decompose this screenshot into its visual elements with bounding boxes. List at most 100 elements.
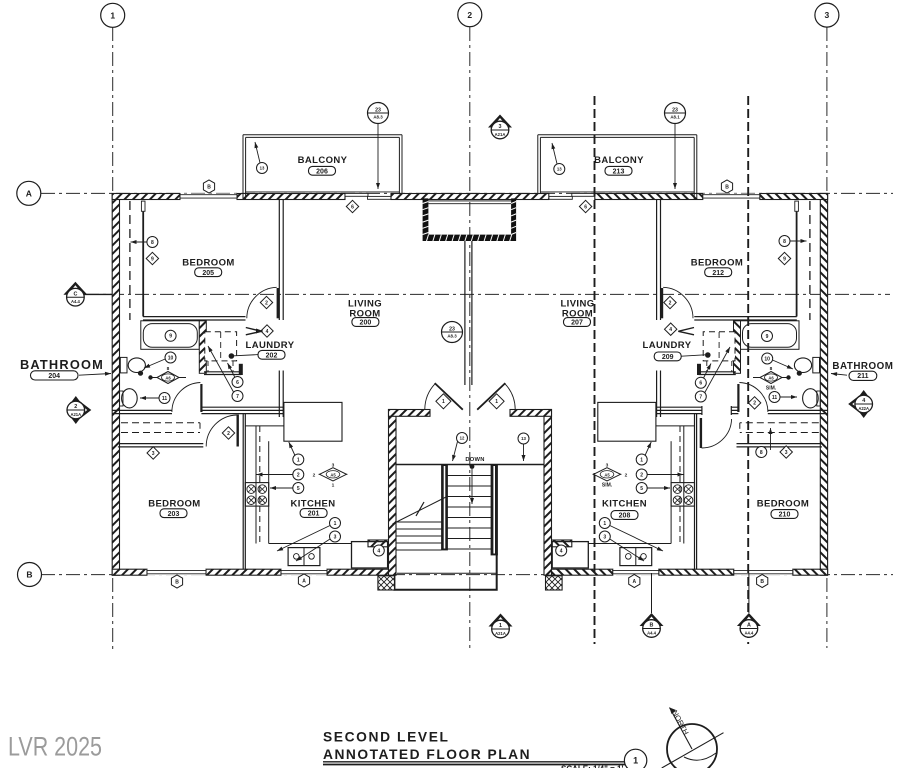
svg-text:A22A: A22A bbox=[858, 406, 869, 411]
svg-text:B: B bbox=[175, 579, 179, 585]
svg-text:204: 204 bbox=[48, 373, 60, 380]
svg-text:SIM.: SIM. bbox=[766, 386, 777, 392]
svg-text:A21A: A21A bbox=[495, 132, 506, 137]
svg-text:A21A: A21A bbox=[70, 412, 81, 417]
svg-text:A4.4: A4.4 bbox=[744, 631, 754, 636]
svg-text:2: 2 bbox=[669, 300, 672, 306]
svg-text:2: 2 bbox=[265, 300, 268, 306]
svg-text:1: 1 bbox=[603, 521, 606, 527]
svg-text:23: 23 bbox=[375, 108, 381, 114]
svg-text:6: 6 bbox=[236, 380, 239, 386]
svg-text:ROOM: ROOM bbox=[562, 309, 593, 320]
svg-text:1: 1 bbox=[640, 457, 643, 463]
svg-text:3: 3 bbox=[152, 451, 155, 457]
svg-text:B: B bbox=[725, 184, 729, 190]
svg-text:2: 2 bbox=[297, 472, 300, 478]
svg-text:13: 13 bbox=[557, 167, 562, 172]
svg-text:13: 13 bbox=[260, 166, 265, 171]
svg-text:BALCONY: BALCONY bbox=[298, 155, 348, 166]
svg-text:8: 8 bbox=[770, 366, 773, 372]
svg-text:BEDROOM: BEDROOM bbox=[691, 258, 743, 269]
svg-text:SECOND LEVEL: SECOND LEVEL bbox=[323, 730, 450, 745]
svg-text:206: 206 bbox=[316, 168, 328, 175]
svg-text:8: 8 bbox=[760, 450, 763, 456]
svg-text:6: 6 bbox=[351, 204, 354, 210]
svg-text:A: A bbox=[302, 578, 306, 584]
svg-text:B: B bbox=[650, 623, 654, 629]
svg-text:9: 9 bbox=[169, 334, 172, 340]
svg-text:6: 6 bbox=[584, 204, 587, 210]
svg-text:8: 8 bbox=[167, 366, 170, 372]
svg-text:KITCHEN: KITCHEN bbox=[602, 498, 647, 509]
svg-text:203: 203 bbox=[168, 511, 180, 518]
svg-text:BEDROOM: BEDROOM bbox=[182, 258, 234, 269]
svg-text:3: 3 bbox=[332, 463, 335, 469]
svg-text:9: 9 bbox=[783, 256, 786, 262]
svg-text:9: 9 bbox=[766, 334, 769, 340]
svg-text:3: 3 bbox=[603, 534, 606, 540]
svg-text:KITCHEN: KITCHEN bbox=[290, 498, 335, 509]
svg-text:4: 4 bbox=[560, 548, 563, 554]
svg-text:2: 2 bbox=[753, 401, 756, 407]
svg-text:13: 13 bbox=[521, 436, 526, 441]
svg-text:7: 7 bbox=[699, 394, 702, 400]
svg-text:4: 4 bbox=[377, 548, 380, 554]
svg-text:1: 1 bbox=[499, 623, 502, 629]
svg-text:SCALE: 1/4" = 1'-0": SCALE: 1/4" = 1'-0" bbox=[561, 765, 634, 768]
svg-text:210: 210 bbox=[779, 512, 791, 519]
svg-text:A6: A6 bbox=[768, 376, 774, 381]
svg-text:SIM.: SIM. bbox=[602, 483, 613, 489]
svg-text:10: 10 bbox=[764, 356, 770, 362]
svg-text:C: C bbox=[73, 291, 77, 297]
svg-text:A8.1: A8.1 bbox=[670, 115, 680, 120]
svg-text:A4.4: A4.4 bbox=[647, 631, 657, 636]
svg-text:211: 211 bbox=[857, 373, 868, 380]
svg-text:201: 201 bbox=[308, 511, 320, 518]
svg-text:3: 3 bbox=[334, 534, 337, 540]
svg-text:1: 1 bbox=[297, 457, 300, 463]
svg-text:LIVING: LIVING bbox=[348, 299, 382, 310]
svg-text:9: 9 bbox=[151, 256, 154, 262]
svg-text:205: 205 bbox=[202, 270, 214, 277]
svg-text:A: A bbox=[26, 188, 32, 198]
svg-text:207: 207 bbox=[571, 319, 583, 326]
svg-text:8: 8 bbox=[783, 239, 786, 245]
svg-text:A21A: A21A bbox=[495, 631, 506, 636]
svg-text:2: 2 bbox=[640, 472, 643, 478]
svg-text:ANNOTATED FLOOR PLAN: ANNOTATED FLOOR PLAN bbox=[323, 747, 531, 762]
svg-text:8: 8 bbox=[151, 240, 154, 246]
svg-text:LIVING: LIVING bbox=[560, 299, 594, 310]
svg-text:LAUNDRY: LAUNDRY bbox=[246, 340, 295, 351]
svg-text:1: 1 bbox=[633, 756, 638, 766]
svg-text:2: 2 bbox=[227, 431, 230, 437]
svg-text:3: 3 bbox=[606, 463, 609, 469]
svg-text:A8.3: A8.3 bbox=[373, 115, 383, 120]
svg-text:BATHROOM: BATHROOM bbox=[832, 361, 893, 372]
svg-text:1: 1 bbox=[495, 399, 498, 405]
svg-text:3: 3 bbox=[825, 10, 830, 20]
svg-text:3: 3 bbox=[785, 450, 788, 456]
svg-text:3: 3 bbox=[499, 124, 502, 130]
svg-text:B: B bbox=[207, 184, 211, 190]
svg-text:2: 2 bbox=[313, 472, 316, 478]
svg-text:A: A bbox=[747, 623, 751, 629]
svg-text:DOWN: DOWN bbox=[465, 457, 484, 463]
svg-text:208: 208 bbox=[619, 513, 631, 520]
svg-text:6: 6 bbox=[699, 381, 702, 387]
svg-text:11: 11 bbox=[162, 396, 168, 402]
svg-text:A: A bbox=[632, 579, 636, 585]
svg-text:A6: A6 bbox=[165, 376, 171, 381]
svg-text:12: 12 bbox=[460, 436, 465, 441]
svg-text:BATHROOM: BATHROOM bbox=[20, 357, 104, 372]
svg-text:5: 5 bbox=[640, 486, 643, 492]
svg-text:200: 200 bbox=[360, 319, 372, 326]
svg-text:B: B bbox=[760, 579, 764, 585]
svg-text:A5: A5 bbox=[604, 472, 610, 477]
svg-text:1: 1 bbox=[332, 483, 335, 489]
svg-text:A4.4: A4.4 bbox=[71, 299, 81, 304]
svg-text:BEDROOM: BEDROOM bbox=[757, 498, 809, 509]
svg-text:A5: A5 bbox=[330, 472, 336, 477]
svg-text:BEDROOM: BEDROOM bbox=[148, 498, 200, 509]
svg-text:202: 202 bbox=[266, 352, 278, 359]
svg-text:7: 7 bbox=[236, 394, 239, 400]
